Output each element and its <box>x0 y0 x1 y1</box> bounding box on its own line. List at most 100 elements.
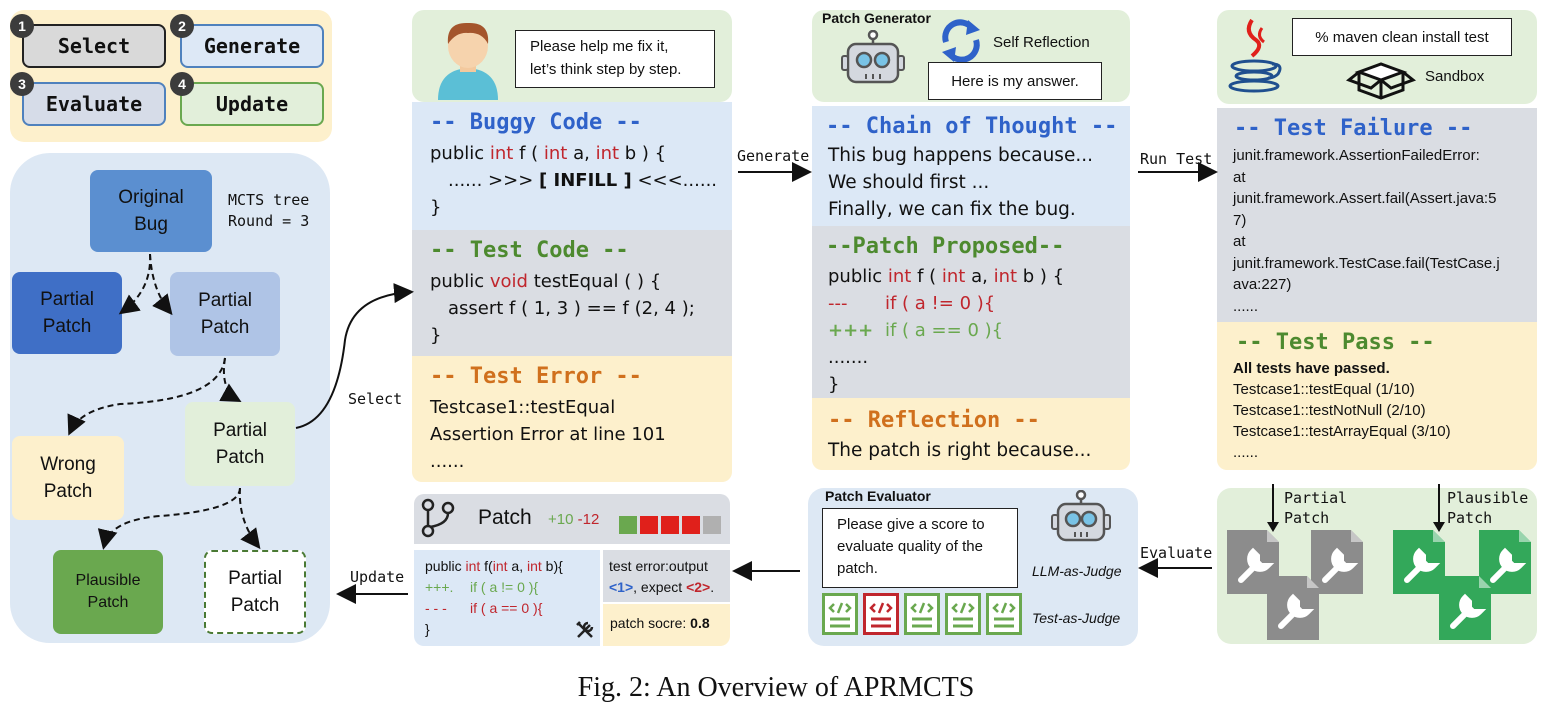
patch-proposed-close: } <box>828 374 840 395</box>
legend-generate: Generate <box>180 24 324 68</box>
generate-label: Generate <box>737 147 810 165</box>
evaluator-prompt-line1: Please give a score to <box>837 516 985 533</box>
test-code-section <box>412 230 732 356</box>
failure-line: at <box>1233 168 1246 186</box>
node-plausible-line1: Plausible <box>75 572 141 589</box>
legend-num-2: 2 <box>170 14 194 38</box>
cot-body: This bug happens because... We should fi… <box>828 142 1093 223</box>
run-test-label: Run Test <box>1140 150 1213 168</box>
test-error-body: Testcase1::testEqual Assertion Error at … <box>430 394 666 475</box>
command-text: % maven clean install test <box>1315 28 1489 46</box>
answer-text: Here is my answer. <box>951 72 1079 90</box>
test-error-section <box>412 356 732 482</box>
buggy-code-body: public int f ( int a, int b ) { ...... >… <box>430 140 717 221</box>
pass-line: ...... <box>1233 444 1259 461</box>
figure-caption: Fig. 2: An Overview of APRMCTS <box>577 672 975 703</box>
generator-title: Patch Generator <box>822 10 931 26</box>
legend-evaluate-label: Evaluate <box>45 92 143 116</box>
plausible-files-line1: Plausible <box>1447 489 1529 507</box>
node-wrong-line2: Patch <box>43 481 93 502</box>
patch-score-box <box>603 604 730 646</box>
user-message-line1: Please help me fix it, <box>530 38 669 55</box>
patch-proposed-minus: ---if ( a != 0 ){ <box>828 293 996 314</box>
mcts-tree-info: MCTS tree Round = 3 <box>228 190 309 232</box>
test-error-line2: Assertion Error at line 101 <box>430 424 666 445</box>
judge-robot-icon <box>1051 490 1111 542</box>
node-partial-c-line1: Partial <box>213 420 267 441</box>
patch-card-title: Patch <box>478 506 532 529</box>
legend-select: Select <box>22 24 166 68</box>
reflection-text: The patch is right because... <box>828 440 1092 461</box>
patch-diffstat-text: +10 -12 <box>548 511 599 528</box>
evaluator-title: Patch Evaluator <box>825 488 931 504</box>
diffstat-square <box>661 516 679 534</box>
partial-files-line1: Partial <box>1284 489 1348 507</box>
test-pass-title: -- Test Pass -- <box>1236 330 1435 355</box>
test-error-output-line2: <1>, expect <2>. <box>609 579 715 595</box>
patch-card-minus: - - -if ( a == 0 ){ <box>425 600 543 616</box>
java-logo-icon <box>1228 18 1282 93</box>
node-partial-b-line1: Partial <box>198 290 252 311</box>
tools-icon <box>576 621 594 638</box>
legend-generate-label: Generate <box>203 34 301 58</box>
test-error-line3: ...... <box>430 451 465 472</box>
test-pass-section <box>1217 322 1537 470</box>
partial-files-line2: Patch <box>1284 509 1330 527</box>
patch-proposed-plus: +++if ( a == 0 ){ <box>828 320 1004 341</box>
patch-card-code <box>414 550 600 646</box>
test-failure-section <box>1217 108 1537 322</box>
legend-update: Update <box>180 82 324 126</box>
cot-line1: This bug happens because... <box>828 145 1093 166</box>
plausible-files-line2: Patch <box>1447 509 1493 527</box>
sandbox-label: Sandbox <box>1425 68 1485 85</box>
node-plausible-line2: Patch <box>87 594 129 611</box>
diffstat-square <box>619 516 637 534</box>
patch-card-line1: public int f(int a, int b){ <box>425 558 563 574</box>
legend-num-1: 1 <box>10 14 34 38</box>
test-pass-body: All tests have passed. Testcase1::testEq… <box>1233 358 1451 463</box>
legend-panel: Select 1 Generate 2 Evaluate 3 Update 4 <box>10 10 332 142</box>
failure-line: ...... <box>1233 297 1259 315</box>
test-code-line2: assert f ( 1, 3 ) == f (2, 4 ); <box>448 298 695 319</box>
failure-line: junit.framework.AssertionFailedError: <box>1233 147 1480 164</box>
mcts-round-label: Round = 3 <box>228 212 310 230</box>
reflection-section <box>812 398 1130 470</box>
refresh-cycle-icon <box>942 19 980 63</box>
self-reflection-label: Self Reflection <box>993 34 1090 51</box>
patch-score: patch socre: 0.8 <box>610 615 710 631</box>
evaluator-prompt-line3: patch. <box>837 560 878 577</box>
node-partial-c-line2: Patch <box>215 447 265 468</box>
legend-select-label: Select <box>57 34 131 58</box>
legend-num-3: 3 <box>10 72 34 96</box>
buggy-code-line2: ...... >>> [ INFILL ] <<<...... <box>448 170 718 191</box>
test-failure-title: -- Test Failure -- <box>1234 116 1473 141</box>
select-label: Select <box>348 390 403 408</box>
user-avatar-icon <box>438 22 498 100</box>
test-error-output-box <box>603 550 730 602</box>
node-partial-a-line2: Patch <box>42 316 92 337</box>
test-as-judge-label: Test-as-Judge <box>1032 610 1121 626</box>
node-original-line2: Bug <box>134 214 168 235</box>
buggy-code-line3: } <box>430 197 442 218</box>
user-message-line2: let’s think step by step. <box>530 61 682 78</box>
failure-line: junit.framework.Assert.fail(Assert.java:… <box>1233 190 1497 207</box>
patch-proposed-section <box>812 226 1130 398</box>
pass-header: All tests have passed. <box>1233 360 1390 377</box>
robot-icon <box>841 30 905 84</box>
test-error-title: -- Test Error -- <box>430 364 642 389</box>
failure-line: junit.framework.TestCase.fail(TestCase.j <box>1233 254 1500 272</box>
patch-diffstat-bar <box>619 516 721 534</box>
test-error-output-line1: test error:output <box>609 558 708 574</box>
llm-as-judge-label: LLM-as-Judge <box>1032 563 1122 579</box>
user-message-box: Please help me fix it, let’s think step … <box>515 30 715 88</box>
node-partial-new-line2: Patch <box>230 595 280 616</box>
git-branch-icon <box>421 498 455 538</box>
reflection-title: -- Reflection -- <box>828 408 1040 433</box>
cot-line3: Finally, we can fix the bug. <box>828 199 1076 220</box>
pass-line: Testcase1::testEqual (1/10) <box>1233 381 1415 398</box>
test-code-body: public void testEqual ( ) { assert f ( 1… <box>430 268 695 349</box>
